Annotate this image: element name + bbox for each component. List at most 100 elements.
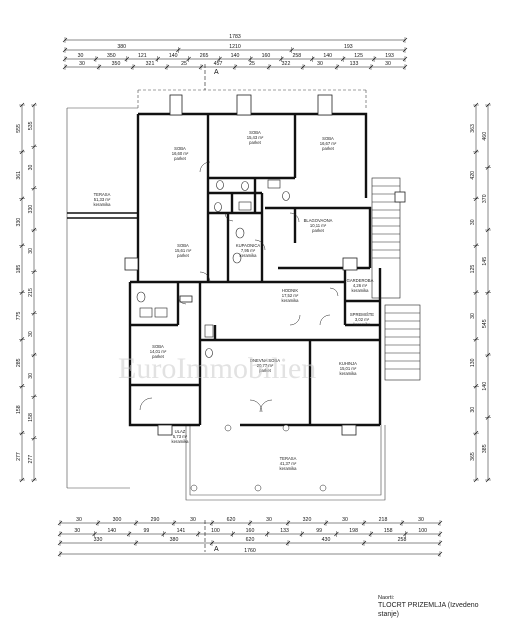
dim-bottom-row2-label: 140: [107, 528, 116, 534]
windows: [124, 94, 406, 436]
dim-left-inner-label: 158: [28, 413, 34, 422]
dim-top-row2-label: 193: [344, 44, 353, 50]
room-name: SOBA: [249, 130, 261, 135]
room-name: DNEVNA SOBA: [250, 358, 280, 363]
room-floor: keramika: [282, 298, 300, 303]
dim-left-outer-label: 330: [16, 218, 22, 227]
dim-bottom-row2-label: 99: [316, 528, 322, 534]
room-area: 10,11 m²: [310, 223, 327, 228]
room-area: 20,77 m²: [257, 363, 274, 368]
dim-left-outer-label: 277: [16, 452, 22, 461]
dim-bottom-row3-label: 330: [94, 537, 103, 543]
dim-left-inner-label: 535: [28, 121, 34, 130]
terrace-outlines: [66, 89, 386, 501]
dim-bottom-total-label: 1760: [244, 548, 256, 554]
dim-top-row3-label: 125: [354, 53, 363, 59]
room-name: BLAGOVAONA: [304, 218, 333, 223]
dim-bottom-row1-label: 30: [418, 517, 424, 523]
room-area: 7,95 m²: [241, 248, 256, 253]
dim-bottom-row2-label: 30: [74, 528, 80, 534]
dim-top-row4-label: 25: [249, 61, 255, 67]
dim-bottom-row1-label: 30: [190, 517, 196, 523]
room-name: TERASA: [280, 456, 297, 461]
dim-bottom-row1-label: 30: [266, 517, 272, 523]
dim-left-outer-label: 361: [16, 171, 22, 180]
room-floor: keramika: [94, 202, 112, 207]
room-area: 14,01 m²: [150, 349, 167, 354]
dim-left-outer-label: 555: [16, 124, 22, 133]
room-area: 16,60 m²: [172, 151, 189, 156]
dim-top-row2-label: 380: [117, 44, 126, 50]
room-floor: parket: [174, 156, 186, 161]
room-floor: parket: [249, 140, 261, 145]
left-terrace-lines: [67, 212, 138, 219]
sanitary-fixtures: [136, 179, 290, 358]
dim-left-outer-label: 185: [16, 265, 22, 274]
dim-right-inner-label: 125: [470, 265, 476, 274]
dim-right-inner-label: 30: [470, 407, 476, 413]
dim-left-inner-label: 30: [28, 165, 34, 171]
dim-left-outer-label: 285: [16, 358, 22, 367]
plan-caption: Naorti: TLOCRT PRIZEMLJA (Izvedeno stanj…: [378, 595, 503, 619]
dim-bottom-row2-label: 100: [418, 528, 427, 534]
dim-bottom-row2-label: 198: [349, 528, 358, 534]
dim-top-row3-label: 193: [385, 53, 394, 59]
dim-top-row3-label: 140: [231, 53, 240, 59]
room-name: HODNIK: [282, 288, 298, 293]
dim-top-row3-label: 265: [200, 53, 209, 59]
dim-bottom-row2-label: 133: [280, 528, 289, 534]
dim-left-inner-label: 277: [28, 455, 34, 464]
dim-bottom-row1-label: 30: [342, 517, 348, 523]
dim-bottom-row2-label: 141: [177, 528, 186, 534]
doors: [139, 161, 339, 413]
room-area: 41,37 m²: [280, 461, 297, 466]
dim-right-outer-label: 385: [482, 444, 488, 453]
caption-title-line2: stanje): [378, 611, 400, 618]
section-marker-bottom: A: [214, 546, 219, 553]
room-area: 17,52 m²: [282, 293, 299, 298]
dim-top-total-label: 1783: [229, 34, 241, 40]
room-floor: parket: [322, 146, 334, 151]
dim-bottom-row1-label: 290: [151, 517, 160, 523]
room-area: 4,26 m²: [353, 283, 368, 288]
dim-left-outer-label: 775: [16, 311, 22, 320]
dim-bottom-row2-label: 100: [211, 528, 220, 534]
caption-note: Naorti:: [378, 595, 395, 601]
dim-bottom-row2-label: 99: [143, 528, 149, 534]
dim-top-row2-label: 1210: [229, 44, 241, 50]
dim-top-row3-label: 30: [78, 53, 84, 59]
terrace-columns: [190, 424, 327, 492]
room-area: 15,43 m²: [247, 135, 264, 140]
dim-top-row3-label: 140: [323, 53, 332, 59]
room-name: KUHINJA: [339, 361, 357, 366]
room-floor: keramika: [240, 253, 258, 258]
room-floor: keramika: [352, 288, 370, 293]
room-name: TERASA: [94, 192, 111, 197]
room-floor: parket: [312, 228, 324, 233]
dim-right-inner-label: 420: [470, 171, 476, 180]
dim-top-row3-label: 350: [107, 53, 116, 59]
section-marker-top: A: [214, 69, 219, 76]
room-name: SOBA: [174, 146, 186, 151]
dim-top-row4-label: 322: [282, 61, 291, 67]
dim-left-outer-label: 158: [16, 405, 22, 414]
dim-right-outer-label: 545: [482, 319, 488, 328]
room-floor: keramika: [280, 466, 298, 471]
dim-left-inner-label: 215: [28, 288, 34, 297]
room-floor: keramika: [340, 371, 358, 376]
dim-right-inner-label: 365: [470, 452, 476, 461]
room-name: KUPAONICA: [236, 243, 261, 248]
